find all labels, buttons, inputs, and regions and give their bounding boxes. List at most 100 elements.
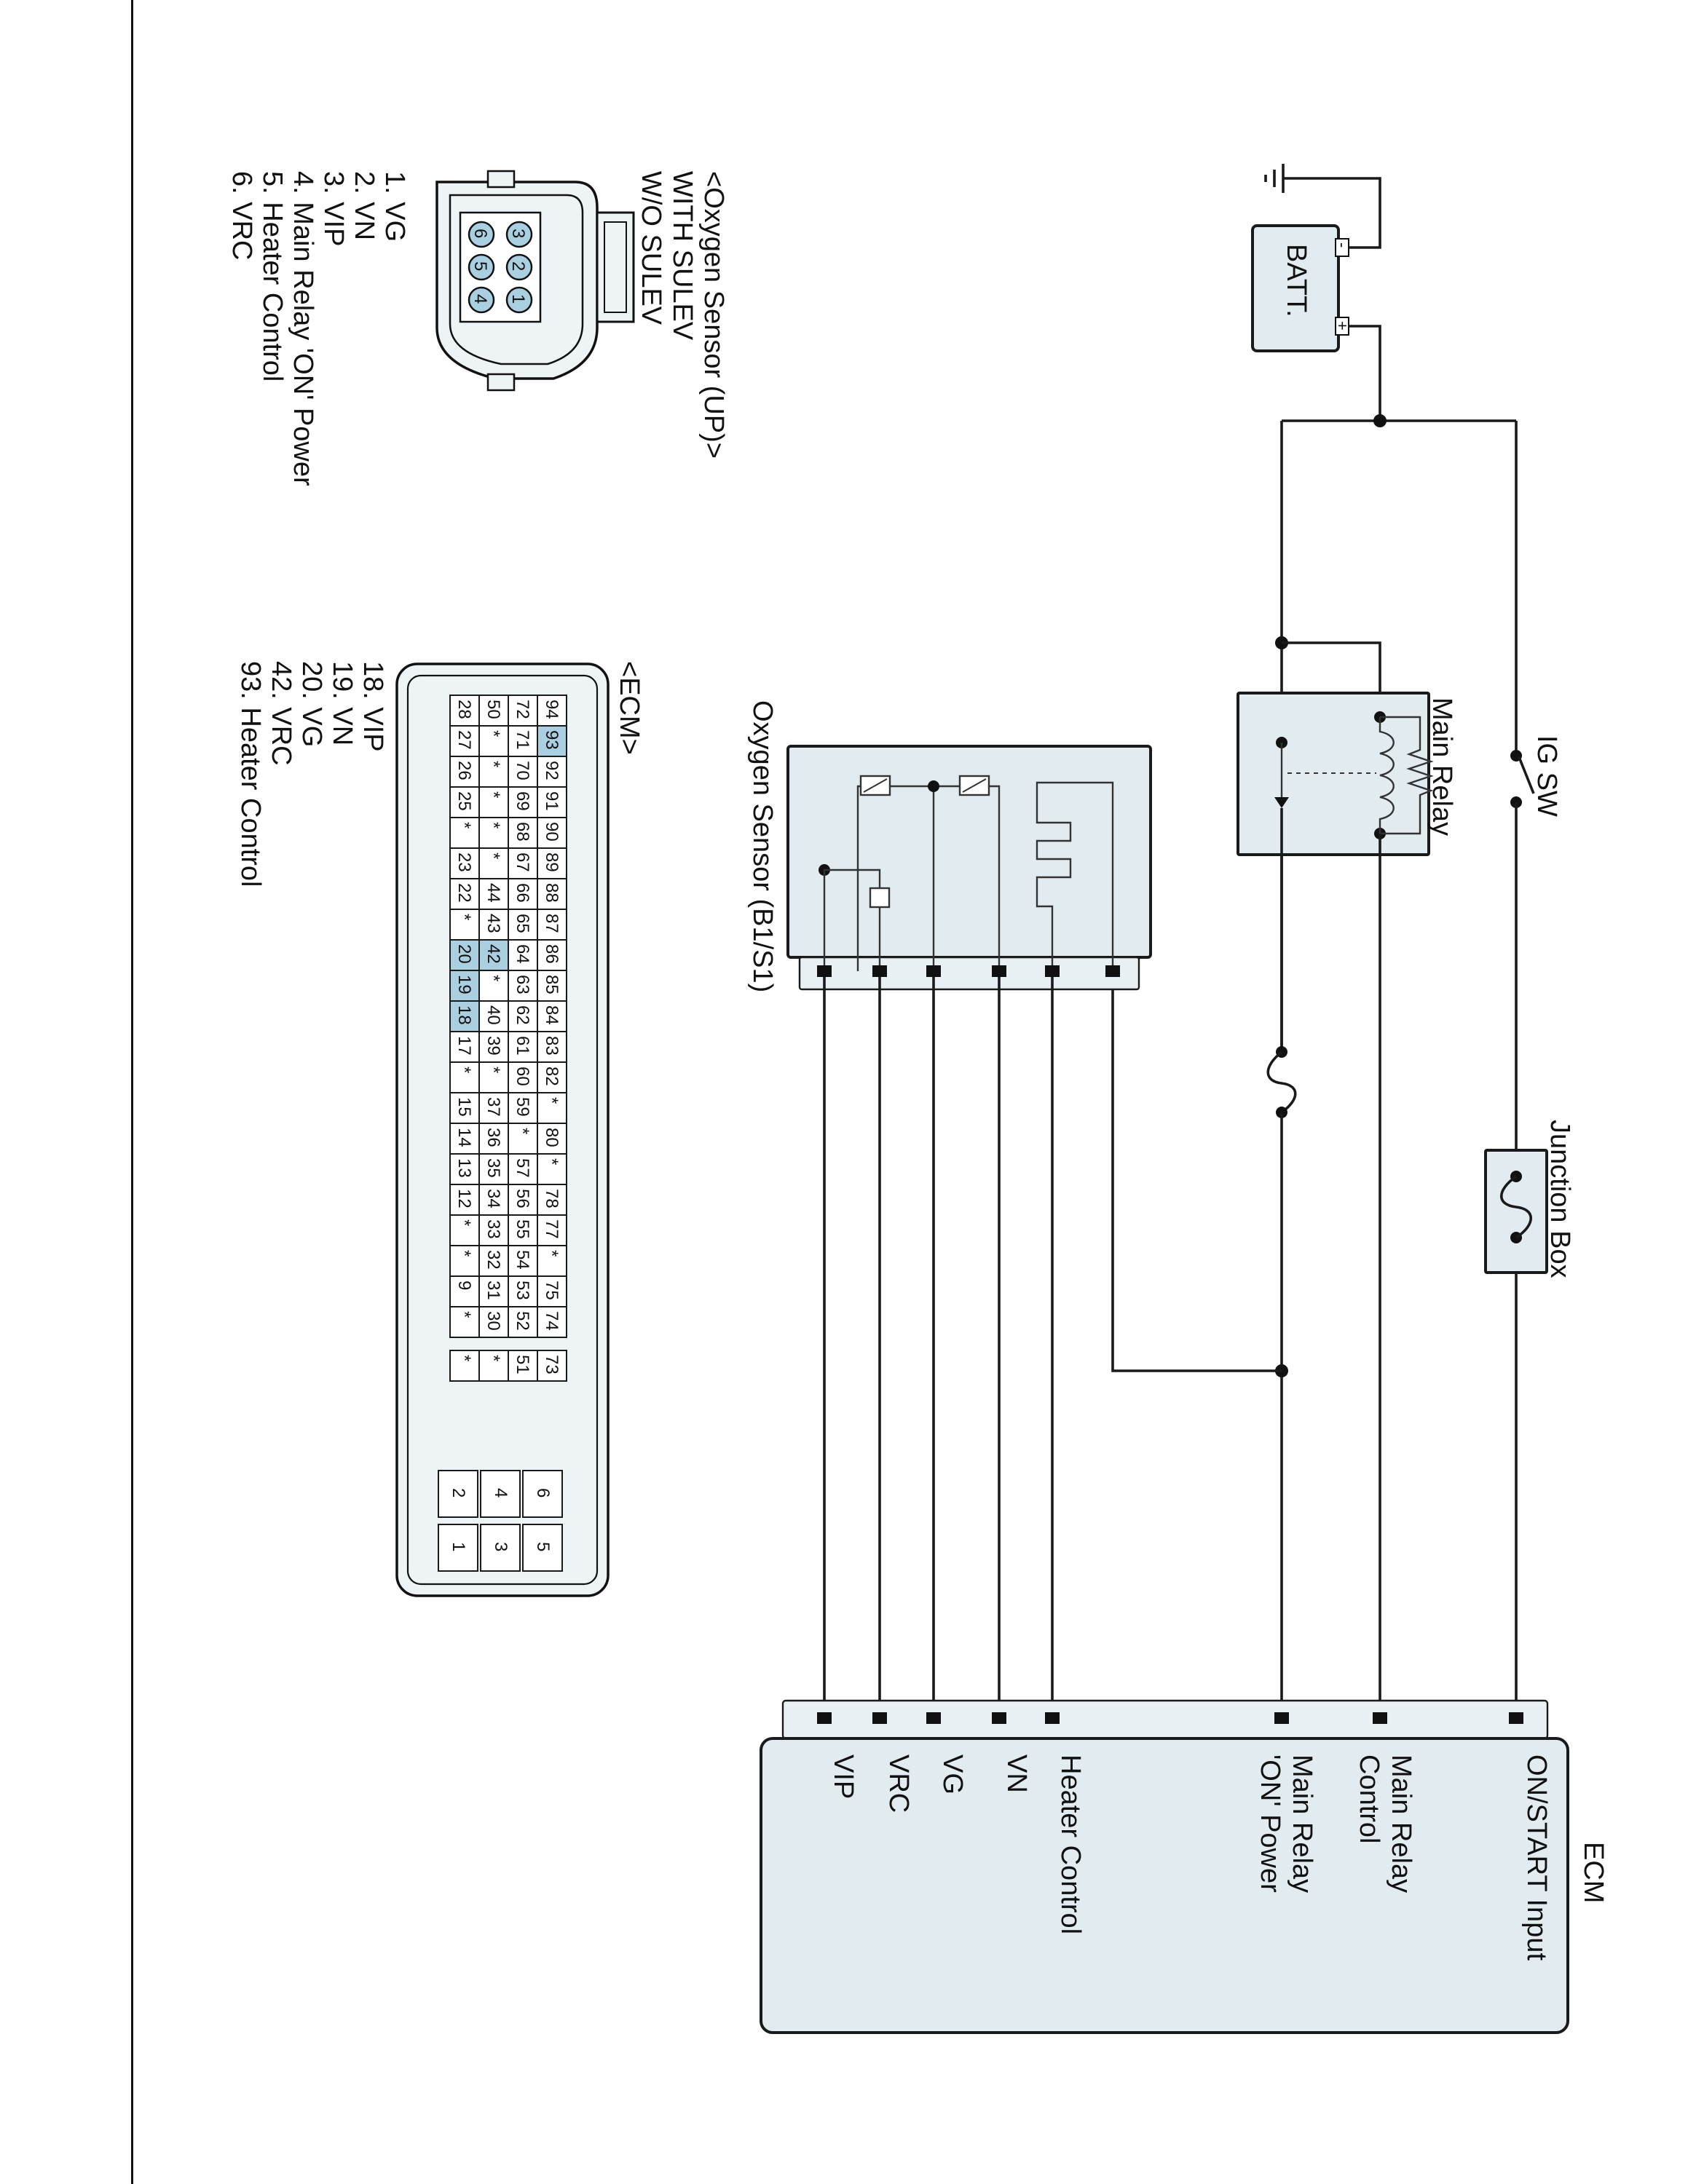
- o2-legend-2: 2. VN: [349, 171, 379, 240]
- ecm-pin-main-relay-control-1: Main Relay: [1386, 1754, 1416, 1893]
- ecm-power-cell: [438, 1470, 478, 1518]
- ecm-pin-cell: [478, 939, 509, 971]
- wire-batt-plus: [1349, 325, 1381, 421]
- ecm-pin-main-relay-on-1: Main Relay: [1287, 1754, 1317, 1893]
- ecm-pin-number: 86: [542, 944, 561, 964]
- ecm-power-number: 3: [491, 1542, 510, 1551]
- battery: BATT. - +: [1251, 224, 1352, 352]
- ecm-pin-number: 93: [542, 730, 561, 750]
- ecm-pin-number: *: [484, 791, 503, 798]
- ecm-power-number: 5: [533, 1542, 553, 1551]
- ecm-pin-cell: [537, 1350, 567, 1382]
- ecm-pin-number: 26: [454, 761, 474, 780]
- ecm-pin-cell: [508, 1123, 538, 1155]
- ecm-pin-cell: [508, 817, 538, 849]
- sensor-wires: [823, 977, 1054, 1718]
- ecm-pin-number: 69: [513, 791, 532, 811]
- o2-connector-title: <Oxygen Sensor (UP)>: [698, 171, 729, 459]
- ecm-pin-number: *: [484, 730, 503, 737]
- ecm-pin-cell: [478, 1350, 509, 1382]
- ecm-power-number: 2: [449, 1488, 468, 1497]
- ecm-pin-number: 28: [454, 700, 474, 719]
- ecm-pin-cell: [449, 695, 480, 727]
- ecm-pin-number: 34: [484, 1189, 503, 1208]
- battery-label: BATT.: [1281, 244, 1312, 317]
- ecm-pin-number: 35: [484, 1158, 503, 1178]
- ecm-legend-4: 42. VRC: [266, 661, 296, 766]
- ecm-pin-number: 22: [454, 883, 474, 903]
- ecm-pin-number: 55: [513, 1219, 532, 1239]
- ecm-power-number: 1: [449, 1542, 468, 1551]
- ecm-legend-2: 19. VN: [327, 661, 358, 745]
- ecm-pin-number: 19: [454, 975, 474, 994]
- ecm-pin-number: *: [454, 914, 474, 920]
- ecm-pin-vn: VN: [1001, 1754, 1032, 1793]
- ecm-pin-number: 67: [513, 852, 532, 872]
- ecm-pin-number: 56: [513, 1189, 532, 1208]
- o2-pin-5: 5: [470, 261, 490, 271]
- ecm-pin-number: 68: [513, 822, 532, 842]
- ig-switch: IG SW: [1510, 735, 1562, 817]
- oxygen-sensor-connector: <Oxygen Sensor (UP)> WITH SULEV W/O SULE…: [226, 170, 729, 486]
- ecm-pin-number: *: [454, 1311, 474, 1318]
- ecm-pin-number: 77: [542, 1219, 561, 1239]
- ecm-pin-cell: [449, 1275, 480, 1307]
- ecm-pin-cell: [537, 909, 567, 941]
- ecm-pin-cell: [508, 1061, 538, 1093]
- o2-pin-3: 3: [508, 229, 528, 238]
- ecm-pin-cell: [478, 1000, 509, 1032]
- ecm-pin-cell: [449, 756, 480, 788]
- ecm-pin-number: 50: [484, 700, 503, 719]
- ecm-pin-number: 94: [542, 700, 561, 719]
- ecm-pin-vrc: VRC: [883, 1754, 914, 1813]
- fuse-symbol: [1266, 1046, 1297, 1118]
- ecm-power-cell: [480, 1470, 521, 1518]
- ecm-pin-cell: [508, 909, 538, 941]
- ecm-pin-number: 63: [513, 975, 532, 994]
- ecm-pin-number: 59: [513, 1097, 532, 1117]
- ecm-pin-number: 30: [484, 1311, 503, 1331]
- ecm-pin-cell: [478, 1214, 509, 1246]
- ecm-pin-cell: [478, 786, 509, 818]
- ecm-pin-number: 66: [513, 883, 532, 903]
- ecm-pin-number: 61: [513, 1036, 532, 1056]
- ecm-pin-number: 65: [513, 914, 532, 933]
- ecm-pin-cell: [537, 786, 567, 818]
- ecm-pin-number: 70: [513, 761, 532, 780]
- ecm-pin-number: 43: [484, 914, 503, 933]
- ecm-pin-number: 52: [513, 1311, 532, 1331]
- ecm-pin-cell: [508, 1092, 538, 1124]
- o2-pin-6: 6: [470, 229, 490, 238]
- ecm-pin-number: 78: [542, 1189, 561, 1208]
- ecm-pin-number: *: [484, 1067, 503, 1073]
- ecm-pin-cell: [449, 970, 480, 1002]
- ecm-pin-number: 91: [542, 791, 561, 811]
- o2-legend-6: 6. VRC: [226, 171, 257, 260]
- page-frame: [131, 0, 1688, 2184]
- junction-box: Junction Box: [1484, 1120, 1575, 1278]
- ecm-pin-number: *: [542, 1097, 561, 1104]
- ecm-pin-number: *: [484, 975, 503, 981]
- ecm-pin-cell: [449, 1214, 480, 1246]
- ecm-pin-cell: [449, 847, 480, 879]
- ecm-pin-number: 23: [454, 852, 474, 872]
- ecm-pin-cell: [449, 725, 480, 757]
- ecm-pin-cell: [537, 1092, 567, 1124]
- ecm-pin-cell: [449, 1000, 480, 1032]
- ecm-pin-number: *: [454, 822, 474, 828]
- ecm-pin-grid: 94939291908988878685848382*80*7877*75747…: [449, 695, 567, 1382]
- ecm-pin-number: 32: [484, 1250, 503, 1270]
- ecm-pin-cell: [508, 1184, 538, 1216]
- ecm-pin-cell: [537, 695, 567, 727]
- ecm-pin-number: 51: [513, 1355, 532, 1374]
- ecm-pin-number: 62: [513, 1005, 532, 1025]
- ecm-pin-number: 72: [513, 700, 532, 719]
- ecm-pin-number: 87: [542, 914, 561, 933]
- junction-box-label: Junction Box: [1545, 1120, 1575, 1278]
- ecm-pin-number: 39: [484, 1036, 503, 1056]
- ecm-pin-number: 82: [542, 1067, 561, 1086]
- ecm-pin-cell: [478, 1092, 509, 1124]
- o2-pin-2: 2: [508, 261, 528, 271]
- ecm-pin-cell: [478, 1153, 509, 1185]
